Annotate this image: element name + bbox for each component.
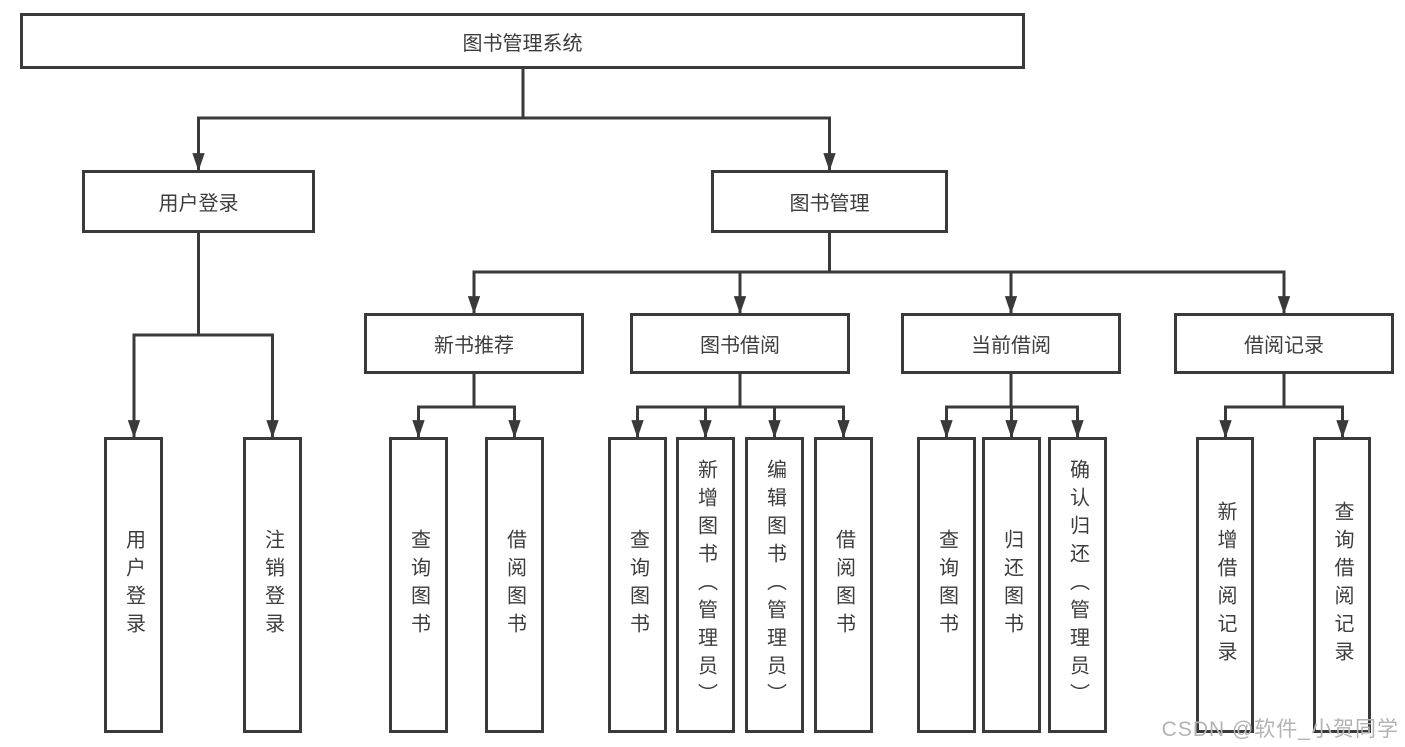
node-add-borrow-record-label: 新增借阅记录 <box>1214 501 1236 669</box>
connector-segments <box>132 67 1344 409</box>
node-confirm-return-admin-label: 确认归还（管理员） <box>1066 459 1089 711</box>
node-user-login-section: 用户登录 <box>82 170 315 233</box>
node-book-management-label: 图书管理 <box>789 193 870 215</box>
csdn-watermark: CSDN @软件_小贺同学 <box>1161 718 1399 741</box>
node-query-books-1: 查询图书 <box>389 437 448 733</box>
node-add-borrow-record: 新增借阅记录 <box>1196 437 1254 733</box>
node-borrowing-records-label: 借阅记录 <box>1244 335 1324 357</box>
node-borrowing-records: 借阅记录 <box>1174 313 1394 374</box>
node-borrow-books-2-label: 借阅图书 <box>832 529 855 641</box>
node-borrow-books-2: 借阅图书 <box>814 437 873 733</box>
node-borrow-books-1-label: 借阅图书 <box>503 529 526 641</box>
node-user-login-label: 用户登录 <box>122 529 145 641</box>
node-add-book-admin: 新增图书（管理员） <box>676 437 735 733</box>
node-borrow-books-1: 借阅图书 <box>485 437 544 733</box>
node-logout-label: 注销登录 <box>261 529 284 641</box>
node-book-borrowing-label: 图书借阅 <box>700 335 780 357</box>
node-book-borrowing: 图书借阅 <box>630 313 850 374</box>
node-root: 图书管理系统 <box>20 13 1025 69</box>
node-current-borrowing-label: 当前借阅 <box>971 335 1051 357</box>
node-current-borrowing: 当前借阅 <box>901 313 1121 374</box>
node-query-books-3: 查询图书 <box>917 437 976 733</box>
node-query-borrow-record-label: 查询借阅记录 <box>1331 501 1353 669</box>
node-edit-book-admin-label: 编辑图书（管理员） <box>763 459 786 711</box>
node-book-management: 图书管理 <box>711 170 948 233</box>
node-user-login: 用户登录 <box>104 437 163 733</box>
node-query-books-2: 查询图书 <box>608 437 667 733</box>
node-new-book-recommend: 新书推荐 <box>364 313 584 374</box>
node-return-books-label: 归还图书 <box>1000 529 1023 641</box>
node-new-book-recommend-label: 新书推荐 <box>434 335 514 357</box>
node-query-books-3-label: 查询图书 <box>935 529 958 641</box>
node-add-book-admin-label: 新增图书（管理员） <box>694 459 717 711</box>
node-query-books-1-label: 查询图书 <box>407 529 430 641</box>
node-return-books: 归还图书 <box>982 437 1041 733</box>
connector-arrows <box>127 118 1349 439</box>
node-edit-book-admin: 编辑图书（管理员） <box>745 437 804 733</box>
node-user-login-section-label: 用户登录 <box>158 193 239 215</box>
node-query-borrow-record: 查询借阅记录 <box>1313 437 1371 733</box>
node-confirm-return-admin: 确认归还（管理员） <box>1048 437 1107 733</box>
node-root-label: 图书管理系统 <box>462 32 583 55</box>
node-logout: 注销登录 <box>243 437 302 733</box>
node-query-books-2-label: 查询图书 <box>626 529 649 641</box>
